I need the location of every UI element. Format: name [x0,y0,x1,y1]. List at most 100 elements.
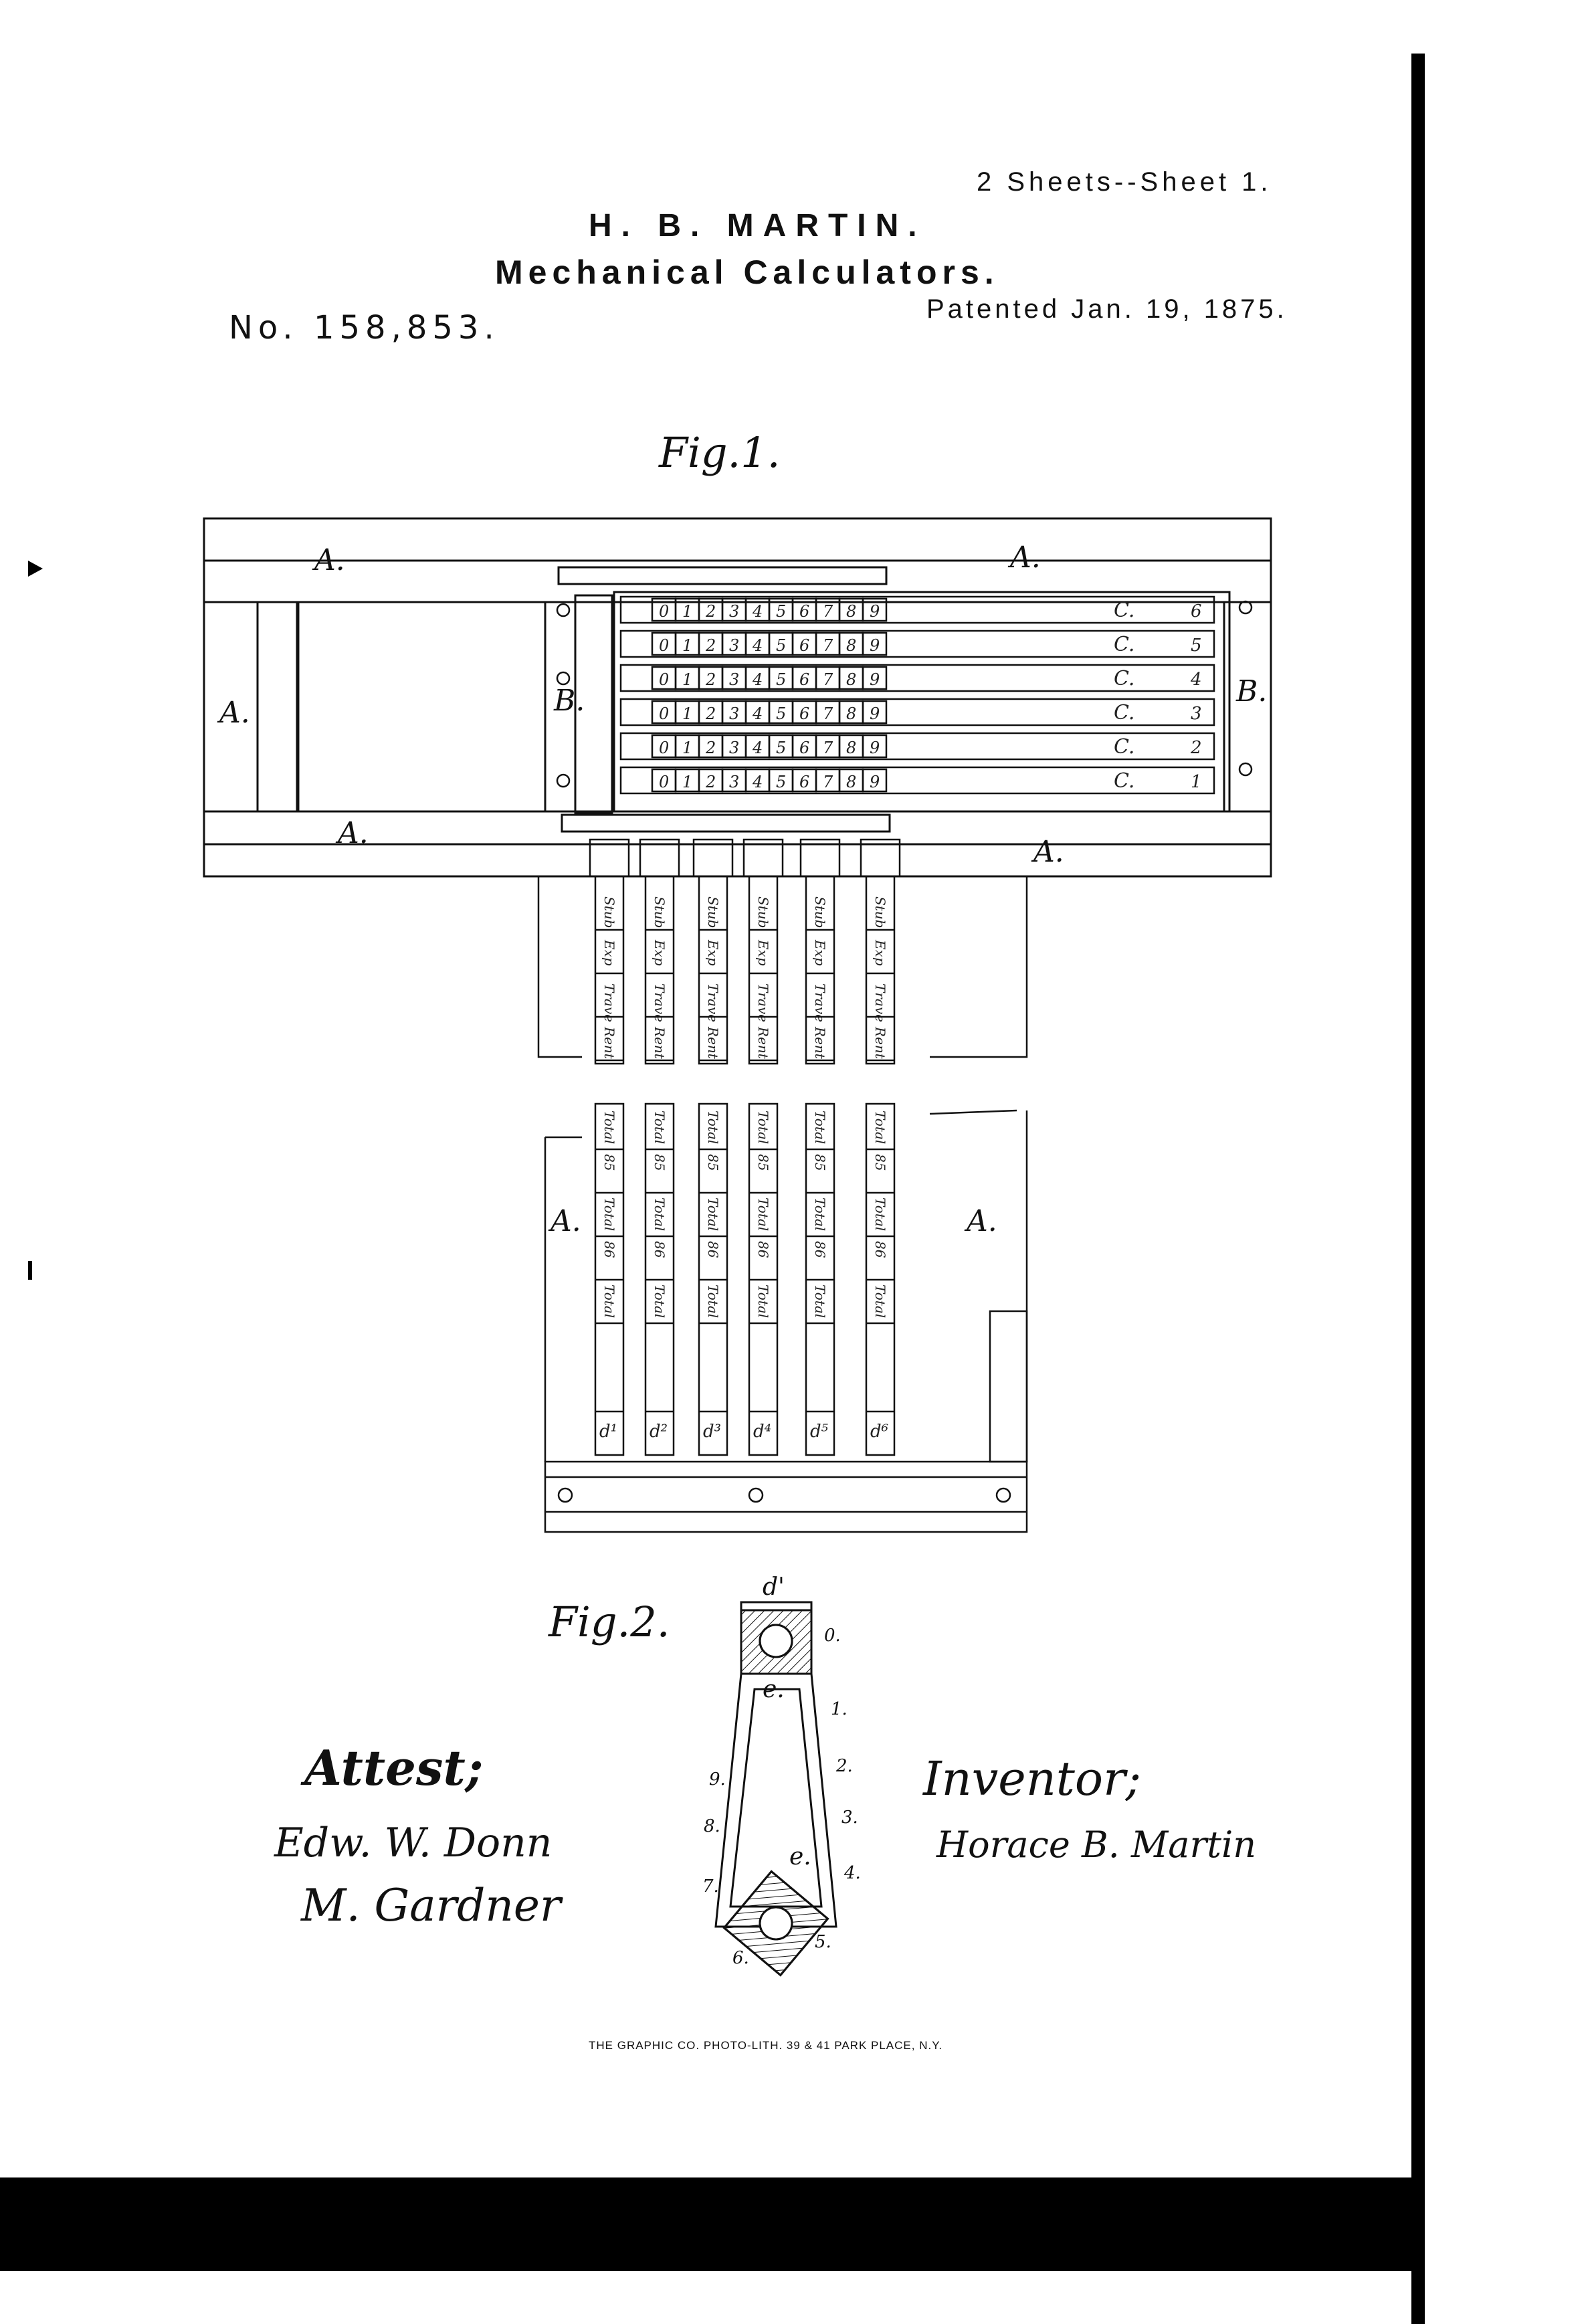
strip-word: Exp [705,939,721,966]
inventor-name: H. B. MARTIN. [589,208,926,244]
digit-label: 5 [776,602,786,621]
strip-word: 86 [812,1241,828,1258]
digit-label: 1 [682,704,692,723]
label-a-bottom-left: A. [338,816,369,850]
screw-icon [1238,762,1253,777]
strip-key-label: d³ [703,1422,721,1442]
digit-label: 0 [659,670,669,689]
screw-icon [556,603,571,617]
strip-word: 85 [601,1154,617,1171]
patent-date: Patented Jan. 19, 1875. [926,294,1288,324]
digit-label: 4 [752,704,763,723]
strip-word: 86 [652,1241,668,1258]
strip-word: Rent [755,1026,771,1060]
digit-label: 0 [659,773,669,791]
strip-word: 86 [601,1241,617,1258]
digit-cell [862,632,888,656]
strip-word: Total [755,1284,771,1318]
strip-word: Trave [812,983,828,1022]
strip-word: Total [705,1197,721,1231]
digit-label: 8 [846,739,856,757]
strip-word: Total [601,1110,617,1144]
strip-upper [805,875,835,1065]
screw-icon [995,1487,1011,1503]
digit-label: 7 [823,704,833,723]
strip-upper [644,875,675,1065]
strip-word: Total [755,1110,771,1144]
strip-word: Stub [652,896,668,928]
digit-label: 6 [799,636,809,655]
digit-cell [862,666,888,690]
strip-word: 85 [872,1154,888,1171]
digit-cell [862,597,888,622]
digit-label: 6 [799,704,809,723]
slide-number-label: 1 [1191,772,1202,792]
digit-label: 2 [705,739,716,757]
strip-word: Stub [812,896,828,928]
strip-word: Exp [652,939,668,966]
inventor-signature: Horace B. Martin [936,1824,1257,1866]
slide-number-label: 3 [1191,704,1202,724]
fig2-num-8: 8. [704,1816,720,1836]
patent-title: Mechanical Calculators. [495,254,999,291]
digit-label: 0 [659,636,669,655]
digit-label: 2 [705,704,716,723]
strip-word: Total [652,1284,668,1318]
strip-word: Total [812,1110,828,1144]
strip-word: Exp [812,939,828,966]
fig2-num-7: 7. [702,1876,719,1897]
digit-label: 8 [846,773,856,791]
strip-word: Total [652,1197,668,1231]
digit-label: 8 [846,670,856,689]
strip-word: Total [652,1110,668,1144]
strip-upper [698,875,728,1065]
digit-label: 1 [682,670,692,689]
strip-upper [865,875,896,1065]
digit-label: 3 [729,602,739,621]
fig2-num-3: 3. [841,1808,858,1828]
digit-label: 7 [823,739,833,757]
digit-label: 9 [870,704,880,723]
slide-number-label: 5 [1191,636,1202,656]
label-a-top-left: A. [314,543,345,577]
strip-word: 85 [755,1154,771,1171]
digit-label: 6 [799,773,809,791]
digit-label: 1 [682,636,692,655]
digit-label: 3 [729,670,739,689]
strip-word: Total [705,1284,721,1318]
strip-word: Exp [755,939,771,966]
scan-bottom-band [0,2177,1425,2271]
digit-label: 6 [799,602,809,621]
label-a-left: A. [219,696,250,730]
strip-word: 85 [652,1154,668,1171]
fig2-num-4: 4. [844,1863,861,1883]
digit-label: 9 [870,636,880,655]
slide-number-label: 4 [1190,670,1202,690]
witness-2-signature: M. Gardner [301,1880,561,1931]
fig2-label-e-bottom: e. [789,1843,811,1870]
digit-label: 9 [870,773,880,791]
digit-label: 4 [752,739,763,757]
digit-label: 7 [823,636,833,655]
digit-label: 5 [776,636,786,655]
digit-label: 5 [776,670,786,689]
digit-label: 7 [823,602,833,621]
fig1-label: Fig.1. [659,428,781,477]
label-a-lower-left: A. [551,1204,581,1238]
slide-c-label: C. [1114,769,1134,793]
fig2-num-5: 5. [815,1932,831,1952]
strip-word: Trave [705,983,721,1022]
strip-word: 85 [705,1154,721,1171]
digit-label: 6 [799,739,809,757]
digit-label: 3 [729,704,739,723]
digit-label: 0 [659,704,669,723]
label-a-bottom-right: A. [1033,835,1064,869]
digit-label: 4 [752,670,763,689]
digit-label: 8 [846,704,856,723]
